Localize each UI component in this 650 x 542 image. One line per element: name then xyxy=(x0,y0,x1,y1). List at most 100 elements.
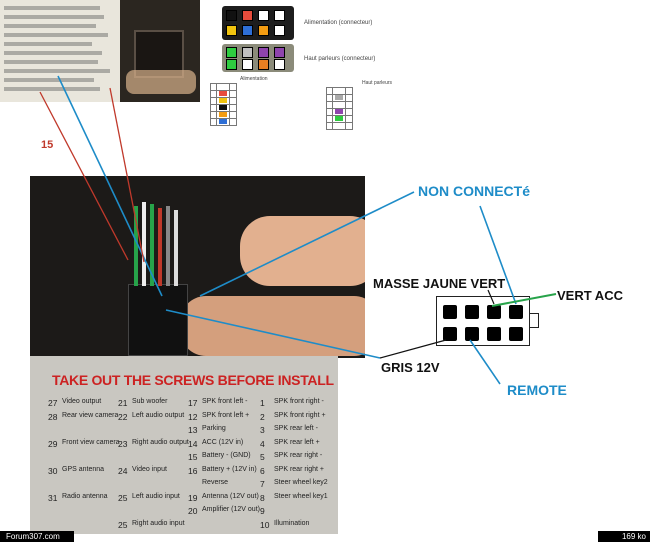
pin-number: 22 xyxy=(118,411,128,422)
alimentation-table-title: Alimentation xyxy=(240,76,268,82)
sticker-row: Reverse 7 Steer wheel key2 xyxy=(40,477,330,494)
pin-number: 7 xyxy=(260,479,265,489)
pin-number: 27 xyxy=(48,398,58,408)
pin-number: 29 xyxy=(48,438,58,449)
pin-function: SPK rear right + xyxy=(274,465,324,473)
pin-number: 16 xyxy=(188,465,198,476)
pin-function: SPK front right - xyxy=(274,398,324,405)
pin-number: 8 xyxy=(260,492,265,503)
sticker-title: TAKE OUT THE SCREWS BEFORE INSTALL xyxy=(52,372,334,388)
pin-function: Steer wheel key2 xyxy=(274,479,328,486)
pin-number: 28 xyxy=(48,411,58,422)
speaker-connector-diagram xyxy=(222,44,294,72)
pin-number: 25 xyxy=(118,492,128,503)
haut-parleurs-table xyxy=(325,87,353,130)
pin-number: 14 xyxy=(188,438,198,449)
pin-function: SPK front left + xyxy=(202,411,250,419)
pin-function: ACC (12V in) xyxy=(202,438,244,446)
pin xyxy=(465,327,479,341)
pin-function: Amplifier (12V out) xyxy=(202,506,260,513)
pin-number: 10 xyxy=(260,519,270,530)
pin-number: 6 xyxy=(260,465,265,476)
label-remote: REMOTE xyxy=(507,382,567,398)
pin-number: 1 xyxy=(260,398,265,408)
pin xyxy=(487,305,501,319)
hand-shape xyxy=(180,296,365,356)
pin xyxy=(465,305,479,319)
pin-function: GPS antenna xyxy=(62,465,105,473)
pin-function: SPK rear right - xyxy=(274,452,323,459)
pin-number: 12 xyxy=(188,411,198,422)
pin xyxy=(509,327,523,341)
pin-function: SPK rear left + xyxy=(274,438,320,446)
pin-function: Left audio output xyxy=(132,411,185,419)
label-wire-15: 15 xyxy=(41,139,54,151)
pin-number: 3 xyxy=(260,425,265,435)
power-connector-diagram xyxy=(222,6,294,40)
sticker-row: 15 Battery - (GND) 5 SPK rear right - xyxy=(40,450,330,467)
sticker-row: 30 GPS antenna 24 Video input 16 Battery + (1… xyxy=(40,464,330,481)
pin-number: 9 xyxy=(260,506,265,516)
sticker-row: 20 Amplifier (12V out)9 xyxy=(40,504,330,521)
pin-function: Reverse xyxy=(202,479,229,486)
label-vert-acc: VERT ACC xyxy=(557,288,623,303)
pin xyxy=(443,305,457,319)
pin-number: 24 xyxy=(118,465,128,476)
pinout-key-tab xyxy=(530,313,539,328)
label-gris-12v: GRIS 12V xyxy=(381,360,440,375)
sticker-row: 13 Parking 3 SPK rear left - xyxy=(40,423,330,440)
pin-number: 30 xyxy=(48,465,58,476)
connector-closeup-photo xyxy=(120,0,200,102)
pinout-diagram xyxy=(436,296,530,346)
pin-number: 4 xyxy=(260,438,265,449)
pin-function: Right audio output xyxy=(132,438,189,446)
pin-number: 17 xyxy=(188,398,198,408)
pin-function: Battery + (12V in) xyxy=(202,465,257,473)
pin-function: Sub woofer xyxy=(132,398,168,405)
connector-body xyxy=(128,284,188,356)
legend-alimentation: Alimentation (connecteur) xyxy=(304,20,373,26)
pin-function: Video output xyxy=(62,398,102,405)
pin-function: Right audio input xyxy=(132,519,185,527)
pin xyxy=(509,305,523,319)
pin-number: 2 xyxy=(260,411,265,422)
pin xyxy=(487,327,501,341)
pin-function: Parking xyxy=(202,425,226,432)
pin-number: 15 xyxy=(188,452,198,462)
pin-number: 25 xyxy=(118,519,128,530)
pin-number: 20 xyxy=(188,506,198,516)
pin-function: Steer wheel key1 xyxy=(274,492,328,500)
footer-site: Forum307.com xyxy=(0,531,74,542)
pin-function: Battery - (GND) xyxy=(202,452,251,459)
pin xyxy=(443,327,457,341)
pin-number: 5 xyxy=(260,452,265,462)
footer-size: 169 ko xyxy=(598,531,650,542)
pin-number: 23 xyxy=(118,438,128,449)
pin-number: 19 xyxy=(188,492,198,503)
pin-number: 31 xyxy=(48,492,58,503)
pin-function: Radio antenna xyxy=(62,492,108,500)
pin-function: SPK front left - xyxy=(202,398,248,405)
sticker-row: 25 Right audio input 10 Illumination xyxy=(40,518,330,535)
pin-function: Video input xyxy=(132,465,167,473)
wiring-harness-photo xyxy=(30,176,365,358)
pin-function: SPK rear left - xyxy=(274,425,318,432)
pin-number: 13 xyxy=(188,425,198,435)
blue-line xyxy=(469,339,501,385)
hand-shape xyxy=(240,216,365,286)
haut-parleurs-table-title: Haut parleurs xyxy=(362,80,393,86)
pin-function: Rear view camera xyxy=(62,411,119,419)
manual-pin-list-photo xyxy=(0,0,120,102)
pin-function: Illumination xyxy=(274,519,310,527)
pin-function: Front view camera xyxy=(62,438,120,446)
label-masse-jaune-vert: MASSE JAUNE VERT xyxy=(373,276,506,291)
legend-haut-parleurs: Haut parleurs (connecteur) xyxy=(304,56,376,62)
label-non-connecte: NON CONNECTé xyxy=(418,183,531,199)
alimentation-table xyxy=(209,83,237,126)
pin-function: Antenna (12V out) xyxy=(202,492,259,500)
